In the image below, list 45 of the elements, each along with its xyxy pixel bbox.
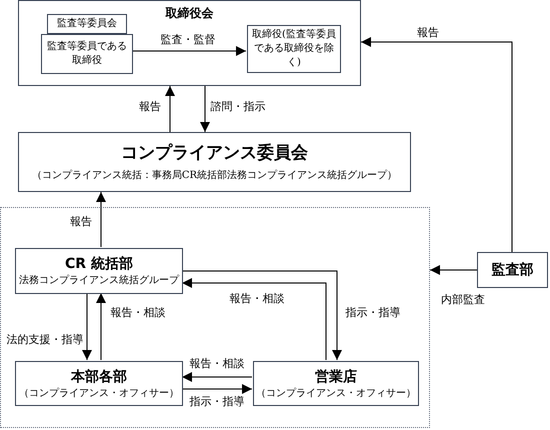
arrow [430,265,478,275]
edge-label: 法的支援・指導 [6,333,84,347]
edge-label: 報告 [417,26,439,40]
edge-label: 諮問・指示 [210,100,266,114]
node-subtitle: （コンプライアンス・オフィサー） [256,386,416,400]
edge-label: 監査・監督 [160,33,216,47]
node-subtitle: （コンプライアンス・オフィサー） [19,386,179,400]
node-title: 営業店 [315,368,357,386]
node-text: 監査等委員である取締役 [46,40,128,68]
edge-label: 内部監査 [441,293,485,307]
arrow [82,292,92,360]
director-box [41,34,133,74]
arrow [182,384,252,394]
department-box [477,252,548,288]
board-frame [18,0,361,86]
arrow [182,278,326,360]
edge-label: 報告 [139,100,161,114]
node-title: 監査部 [492,260,534,280]
committee-box [18,132,411,192]
department-box [253,361,419,406]
arrow [165,86,175,132]
node-title: コンプライアンス委員会 [121,142,308,165]
node-subtitle: （コンプライアンス統括：事務局CR統括部法務コンプライアンス統括グループ） [32,169,398,183]
edge-label: 報告・相談 [230,292,284,306]
node-title: 取締役会 [164,5,214,22]
arrow [360,37,512,252]
department-box [15,361,183,406]
arrow [182,270,342,360]
department-box [15,248,183,294]
edge-label: 報告・相談 [190,357,244,371]
node-text: 監査等委員会 [57,17,117,31]
arrow [200,86,210,132]
tab-label [47,14,127,34]
arrow [96,192,106,248]
node-title: 取締役(監査等委員である取締役を除く) [251,28,337,70]
node-title: CR 統括部 [65,254,133,274]
node-title: 本部各部 [71,368,127,386]
edge-label: 報告・相談 [110,306,166,320]
node-subtitle: 法務コンプライアンス統括グループ [19,274,179,288]
edge-label: 指示・指導 [346,306,400,320]
arrow [96,292,106,360]
arrow [182,372,252,382]
edge-label: 指示・指導 [190,395,244,409]
edge-label: 報告 [70,215,92,229]
arrow [132,46,246,56]
